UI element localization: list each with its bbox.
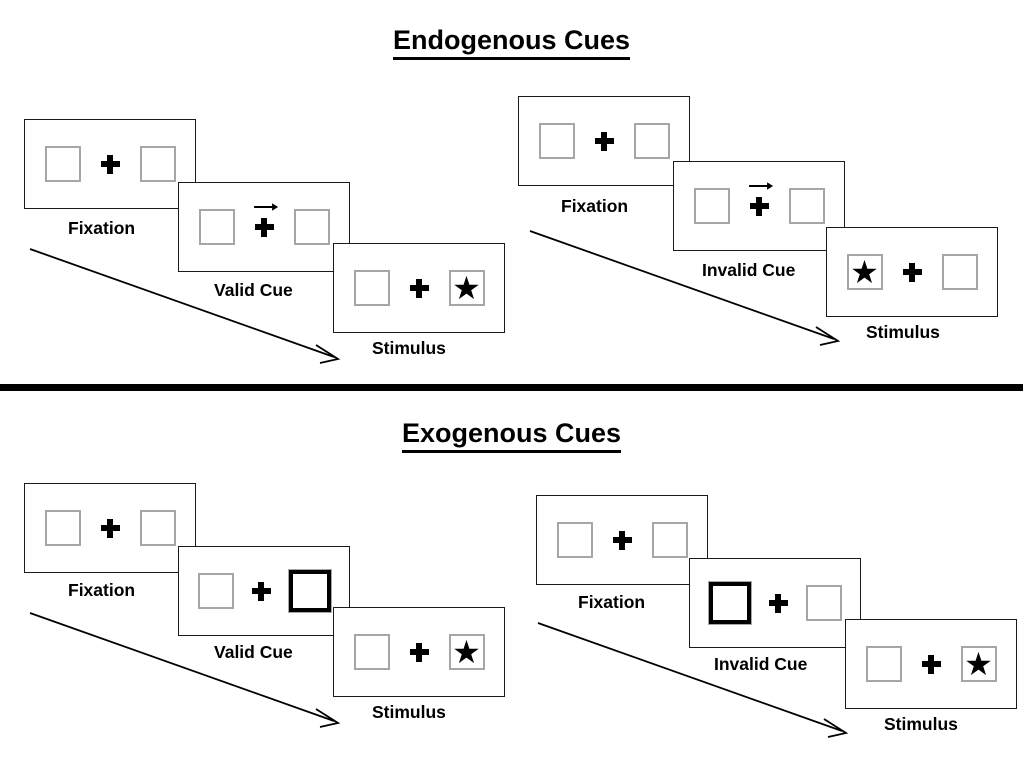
star-icon: ★ (850, 254, 879, 290)
fixation-cross-icon (902, 262, 922, 282)
panel-endogenous-valid-cue (178, 182, 350, 272)
stage-label-exogenous-valid-fixation: Fixation (68, 580, 136, 600)
stage-label-exogenous-invalid-stimulus: Stimulus (884, 714, 958, 734)
placeholder-box-right (941, 254, 978, 290)
placeholder-box-right (805, 585, 842, 621)
panel-endogenous-invalid-stimulus: ★ (826, 227, 998, 317)
star-icon: ★ (964, 646, 993, 682)
stage-label-endogenous-invalid-stimulus: Stimulus (866, 322, 940, 342)
placeholder-box-left (198, 209, 235, 245)
fixation-cross-icon (921, 654, 941, 674)
panel-exogenous-invalid-fixation (536, 495, 708, 585)
panel-endogenous-valid-stimulus: ★ (333, 243, 505, 333)
panel-endogenous-invalid-fixation (518, 96, 690, 186)
fixation-cross-icon (749, 181, 774, 216)
stage-label-endogenous-valid-stimulus: Stimulus (372, 338, 446, 358)
panel-exogenous-valid-fixation (24, 483, 196, 573)
star-icon: ★ (452, 270, 481, 306)
stage-label-exogenous-invalid-cue: Invalid Cue (714, 654, 808, 674)
stage-label-endogenous-invalid-cue: Invalid Cue (702, 260, 796, 280)
fixation-cross-icon (409, 278, 429, 298)
section-divider (0, 384, 1023, 391)
stimulus-box-right: ★ (960, 646, 997, 682)
placeholder-box-left (538, 123, 575, 159)
panel-endogenous-valid-fixation (24, 119, 196, 209)
fixation-cross-icon (612, 530, 632, 550)
placeholder-box-left (353, 634, 390, 670)
section-title-endogenous-text: Endogenous Cues (392, 25, 630, 60)
arrow-cue-right-icon (748, 180, 774, 192)
placeholder-box-right (139, 510, 176, 546)
placeholder-box-right (633, 123, 670, 159)
placeholder-box-right (788, 188, 825, 224)
stimulus-box-right: ★ (448, 634, 485, 670)
fixation-cross-icon (409, 642, 429, 662)
placeholder-box-left (865, 646, 902, 682)
panel-exogenous-invalid-stimulus: ★ (845, 619, 1017, 709)
stage-label-endogenous-valid-fixation: Fixation (68, 218, 136, 238)
fixation-cross-icon (594, 131, 614, 151)
stimulus-box-left: ★ (846, 254, 883, 290)
stage-label-endogenous-invalid-fixation: Fixation (561, 196, 629, 216)
star-icon: ★ (452, 634, 481, 670)
fixation-cross-icon (251, 581, 271, 601)
arrow-cue-right-icon (253, 201, 279, 213)
fixation-cross-icon (768, 593, 788, 613)
fixation-cross-icon (100, 154, 120, 174)
placeholder-box-right (139, 146, 176, 182)
stage-label-exogenous-invalid-fixation: Fixation (578, 592, 646, 612)
stage-label-exogenous-valid-cue: Valid Cue (214, 642, 293, 662)
stage-label-endogenous-valid-cue: Valid Cue (214, 280, 293, 300)
section-title-exogenous-text: Exogenous Cues (401, 418, 622, 453)
fixation-cross-icon (100, 518, 120, 538)
placeholder-box-left (693, 188, 730, 224)
cue-highlight-box-left (708, 582, 751, 624)
placeholder-box-left (197, 573, 234, 609)
panel-exogenous-valid-stimulus: ★ (333, 607, 505, 697)
fixation-cross-icon (254, 202, 279, 237)
placeholder-box-left (44, 146, 81, 182)
panel-exogenous-invalid-cue (689, 558, 861, 648)
placeholder-box-left (44, 510, 81, 546)
placeholder-box-right (651, 522, 688, 558)
panel-endogenous-invalid-cue (673, 161, 845, 251)
placeholder-box-left (353, 270, 390, 306)
cue-highlight-box-right (288, 570, 331, 612)
placeholder-box-left (556, 522, 593, 558)
panel-exogenous-valid-cue (178, 546, 350, 636)
placeholder-box-right (293, 209, 330, 245)
section-title-endogenous: Endogenous Cues (0, 25, 1023, 60)
stimulus-box-right: ★ (448, 270, 485, 306)
stage-label-exogenous-valid-stimulus: Stimulus (372, 702, 446, 722)
section-title-exogenous: Exogenous Cues (0, 418, 1023, 453)
